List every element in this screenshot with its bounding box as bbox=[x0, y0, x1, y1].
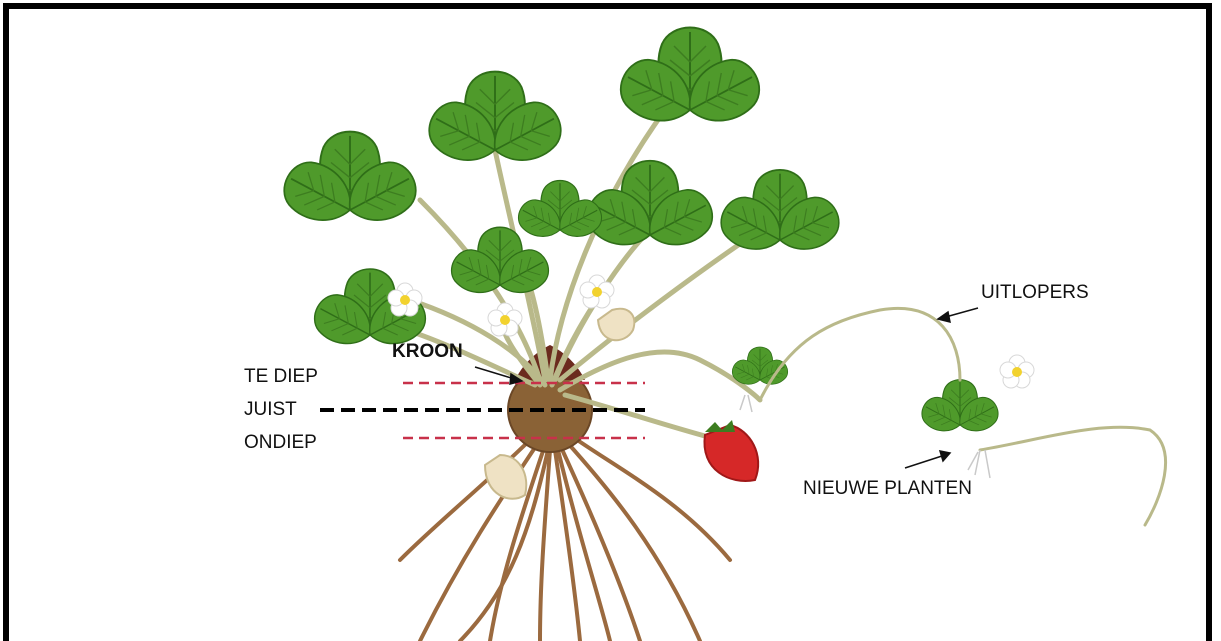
frame-border bbox=[3, 3, 1212, 641]
label-crown: KROON bbox=[392, 342, 463, 361]
label-correct: JUIST bbox=[244, 400, 297, 419]
label-too-deep: TE DIEP bbox=[244, 367, 318, 386]
label-new-plants: NIEUWE PLANTEN bbox=[803, 479, 972, 498]
label-shallow: ONDIEP bbox=[244, 433, 317, 452]
label-runners: UITLOPERS bbox=[981, 283, 1089, 302]
